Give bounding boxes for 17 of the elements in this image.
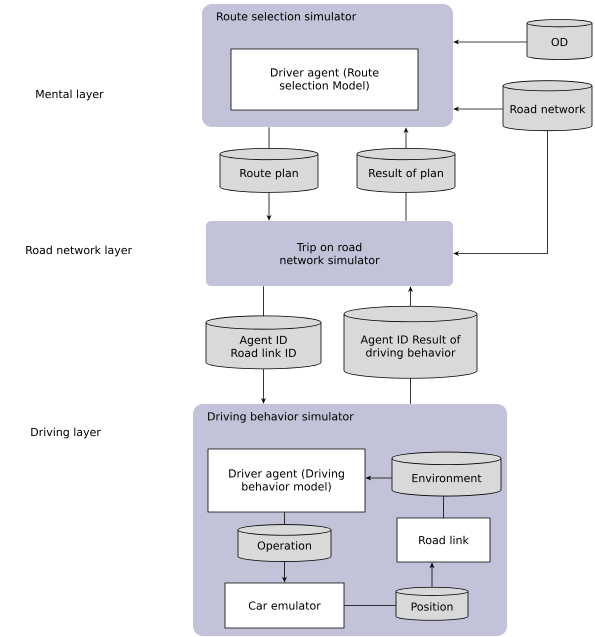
data-cylinder: Result of plan: [356, 148, 456, 193]
process-box: Car emulator: [224, 582, 344, 628]
layer-label: Mental layer: [36, 90, 104, 100]
data-cylinder: Road network: [502, 80, 592, 132]
data-cylinder: Route plan: [220, 148, 318, 193]
data-cylinder: OD: [526, 19, 592, 60]
layer-label: Road network layer: [26, 246, 132, 256]
simulator-panel: Trip on road network simulator: [206, 221, 453, 286]
data-cylinder: Agent ID Road link ID: [206, 315, 322, 370]
process-box: Driver agent (Driving behavior model): [208, 448, 366, 512]
data-cylinder: Position: [396, 586, 468, 621]
layer-label: Driving layer: [31, 428, 101, 438]
process-box: Driver agent (Route selection Model): [230, 48, 418, 110]
data-cylinder: Environment: [392, 452, 502, 496]
process-box: Road link: [396, 518, 490, 562]
data-cylinder: Operation: [238, 524, 332, 562]
data-cylinder: Agent ID Result of driving behavior: [344, 306, 478, 379]
